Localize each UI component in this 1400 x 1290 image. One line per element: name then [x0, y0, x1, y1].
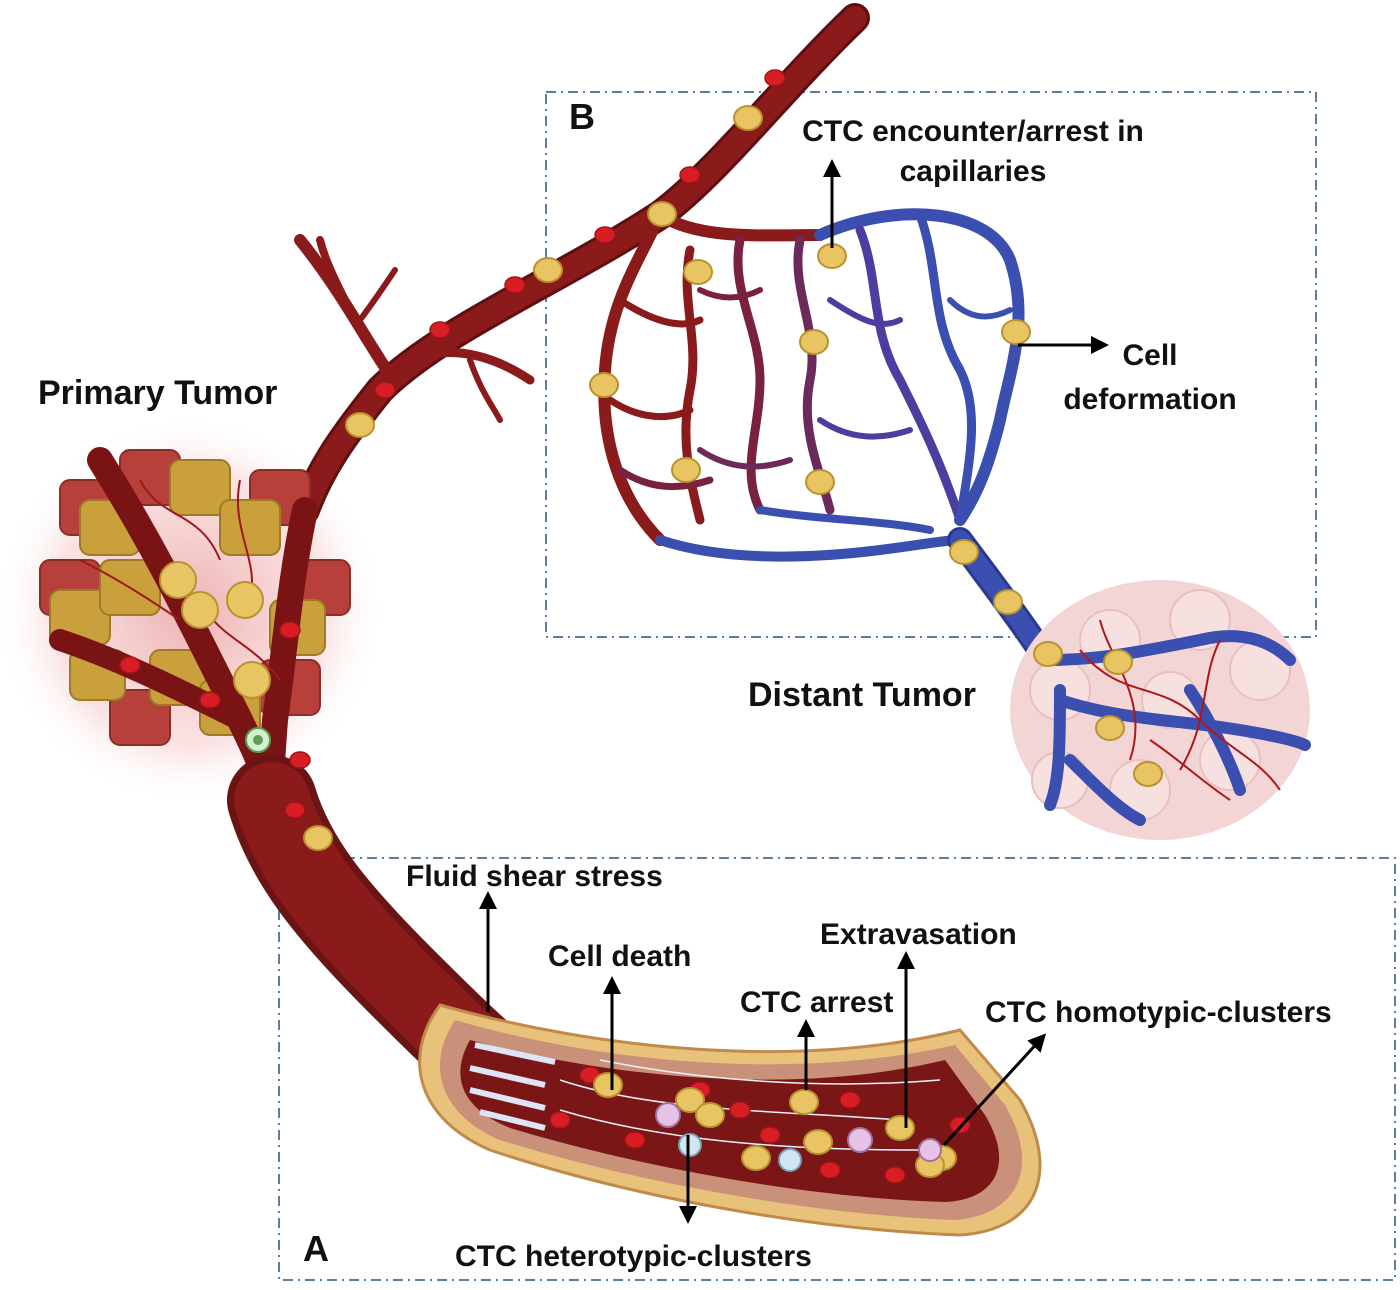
red-blood-cell: [549, 1111, 571, 1129]
ctc-cell: [671, 457, 701, 483]
ctc-cell: [885, 1115, 915, 1141]
ctc-homotypic-label: CTC homotypic-clusters: [985, 996, 1332, 1029]
ctc-cell: [303, 825, 333, 851]
ctc-cell: [1001, 319, 1031, 345]
ctc-cells: [159, 105, 1163, 1178]
red-blood-cell: [764, 69, 786, 87]
red-blood-cell: [504, 276, 526, 294]
red-blood-cell: [289, 751, 311, 769]
cell-death-label: Cell death: [548, 940, 692, 973]
ctc-cell: [1095, 715, 1125, 741]
tumor-ctc-cell: [181, 591, 219, 629]
panel-b-letter: B: [569, 96, 595, 137]
ctc-cell: [593, 1072, 623, 1098]
ctc-cell: [683, 259, 713, 285]
red-blood-cell: [429, 321, 451, 339]
primary-tumor-label: Primary Tumor: [38, 374, 278, 412]
ctc-encounter-label: CTC encounter/arrest in capillaries: [778, 112, 1168, 192]
ctc-cell: [741, 1145, 771, 1171]
red-blood-cell: [374, 381, 396, 399]
annotation-arrows: [479, 159, 1109, 1224]
ctc-cell: [647, 201, 677, 227]
ctc-cell: [803, 1129, 833, 1155]
tumor-ctc-cell: [226, 581, 264, 619]
fluid-shear-stress-label: Fluid shear stress: [406, 860, 663, 893]
immune-cell: [245, 727, 271, 753]
ctc-encounter-line1: CTC encounter/arrest in: [802, 115, 1144, 148]
ctc-cell: [695, 1102, 725, 1128]
red-blood-cell: [884, 1166, 906, 1184]
cut-vessel: [418, 1003, 1042, 1237]
red-blood-cell: [759, 1126, 781, 1144]
panel-a-box: [278, 857, 1396, 1281]
ctc-cell: [1133, 761, 1163, 787]
panel-b-box: [545, 91, 1317, 638]
panel-a-letter: A: [303, 1228, 329, 1269]
ctc-cell: [1033, 641, 1063, 667]
red-blood-cell: [199, 691, 221, 709]
red-blood-cell: [284, 801, 306, 819]
ctc-cell: [675, 1087, 705, 1113]
ctc-cell: [993, 589, 1023, 615]
ctc-cell: [789, 1089, 819, 1115]
distant-tumor-label: Distant Tumor: [748, 676, 976, 714]
arrow-homotypic: [942, 1033, 1047, 1147]
red-blood-cells: [119, 69, 971, 1184]
red-blood-cell: [679, 166, 701, 184]
cell-deformation-line2: deformation: [1063, 383, 1237, 416]
ctc-cell: [733, 105, 763, 131]
ctc-cell: [533, 257, 563, 283]
tumor-ctc-cell: [233, 661, 271, 699]
red-blood-cell: [279, 621, 301, 639]
extravasation-label: Extravasation: [820, 918, 1017, 951]
ctc-cell: [1103, 649, 1133, 675]
tumor-ctc-cell: [159, 561, 197, 599]
red-blood-cell: [119, 656, 141, 674]
ctc-cell: [805, 469, 835, 495]
cell-deformation-line1: Cell: [1122, 339, 1178, 372]
red-blood-cell: [624, 1131, 646, 1149]
distant-tumor-tissue: [1010, 580, 1311, 840]
ctc-arrest-label: CTC arrest: [740, 986, 894, 1019]
ctc-cell: [345, 412, 375, 438]
cell-deformation-label: Cell deformation: [1050, 334, 1250, 422]
ctc-encounter-line2: capillaries: [899, 155, 1047, 188]
ctc-heterotypic-label: CTC heterotypic-clusters: [455, 1240, 812, 1273]
red-blood-cell: [819, 1161, 841, 1179]
ctc-cell: [589, 372, 619, 398]
red-blood-cell: [839, 1091, 861, 1109]
ctc-cell: [949, 539, 979, 565]
red-blood-cell: [594, 226, 616, 244]
red-blood-cell: [729, 1101, 751, 1119]
ctc-cell: [799, 329, 829, 355]
leukocytes: [655, 1102, 942, 1172]
